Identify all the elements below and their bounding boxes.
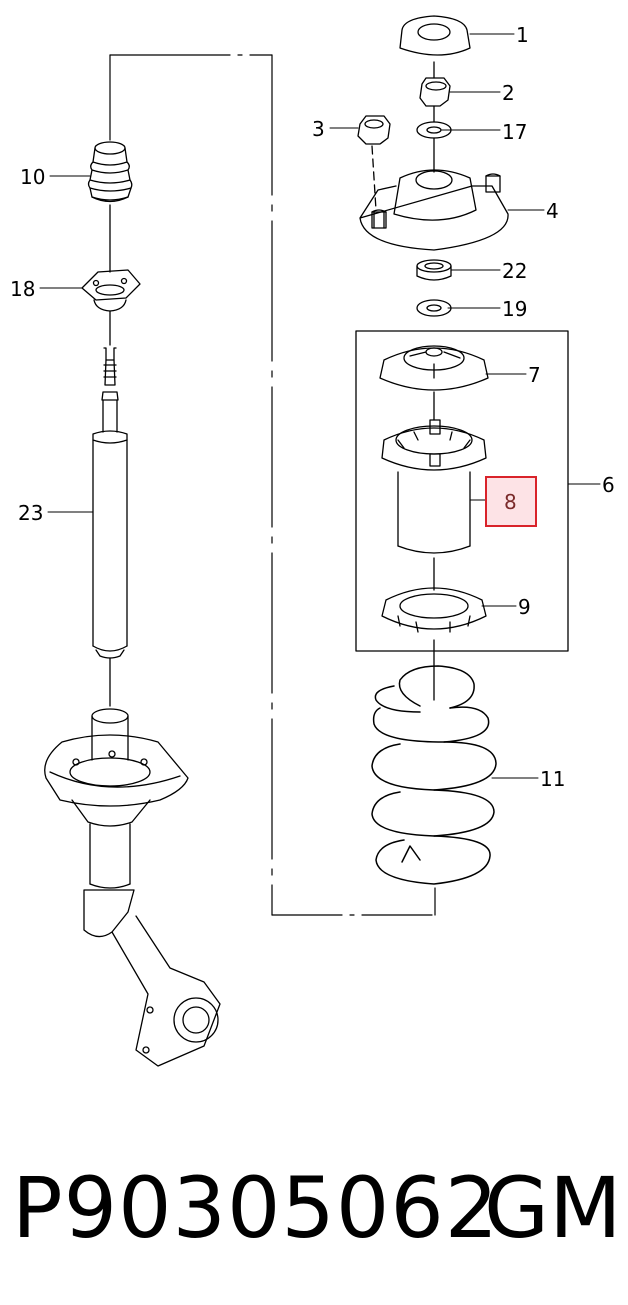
callout-7: 7 bbox=[528, 363, 541, 387]
part-caption: P90305062 GM bbox=[0, 1148, 628, 1268]
bump-stop-part-10 bbox=[87, 141, 133, 273]
callout-8: 8 bbox=[504, 490, 517, 514]
highlight-box-part-8 bbox=[485, 476, 537, 527]
brand-label: GM bbox=[484, 1159, 622, 1257]
callout-19: 19 bbox=[502, 297, 527, 321]
callout-9: 9 bbox=[518, 595, 531, 619]
strut-housing bbox=[44, 708, 221, 1067]
nut-part-3 bbox=[357, 115, 391, 211]
callout-6: 6 bbox=[602, 473, 615, 497]
callout-3: 3 bbox=[312, 117, 325, 141]
dust-boot-part-8 bbox=[381, 419, 487, 591]
top-cap-part-1 bbox=[399, 15, 471, 79]
upper-seat-part-7 bbox=[379, 345, 489, 421]
coil-spring-part-11 bbox=[371, 665, 497, 885]
strut-assembly-diagram: 1 2 3 17 4 22 19 7 8 6 9 11 10 18 23 bbox=[10, 15, 615, 1067]
kit-box-part-6 bbox=[355, 330, 569, 652]
shock-absorber-part-23 bbox=[92, 347, 128, 707]
bracket-part-18 bbox=[81, 269, 141, 346]
callout-4: 4 bbox=[546, 199, 559, 223]
callout-2: 2 bbox=[502, 81, 515, 105]
bushing-part-22 bbox=[416, 259, 452, 281]
callout-1: 1 bbox=[516, 23, 529, 47]
leader-lines bbox=[39, 33, 601, 779]
callout-22: 22 bbox=[502, 259, 527, 283]
lower-seat-part-9 bbox=[381, 587, 487, 701]
part-number: P90305062 bbox=[12, 1159, 500, 1257]
routing-frame bbox=[109, 54, 436, 916]
callout-10: 10 bbox=[20, 165, 45, 189]
callout-18: 18 bbox=[10, 277, 35, 301]
callout-labels: 1 2 3 17 4 22 19 7 8 6 9 11 10 18 23 bbox=[10, 23, 615, 791]
washer-part-19 bbox=[416, 299, 452, 317]
nut-part-2 bbox=[419, 77, 451, 123]
strut-mount-part-4 bbox=[359, 137, 509, 251]
callout-11: 11 bbox=[540, 767, 565, 791]
callout-23: 23 bbox=[18, 501, 43, 525]
callout-17: 17 bbox=[502, 120, 527, 144]
